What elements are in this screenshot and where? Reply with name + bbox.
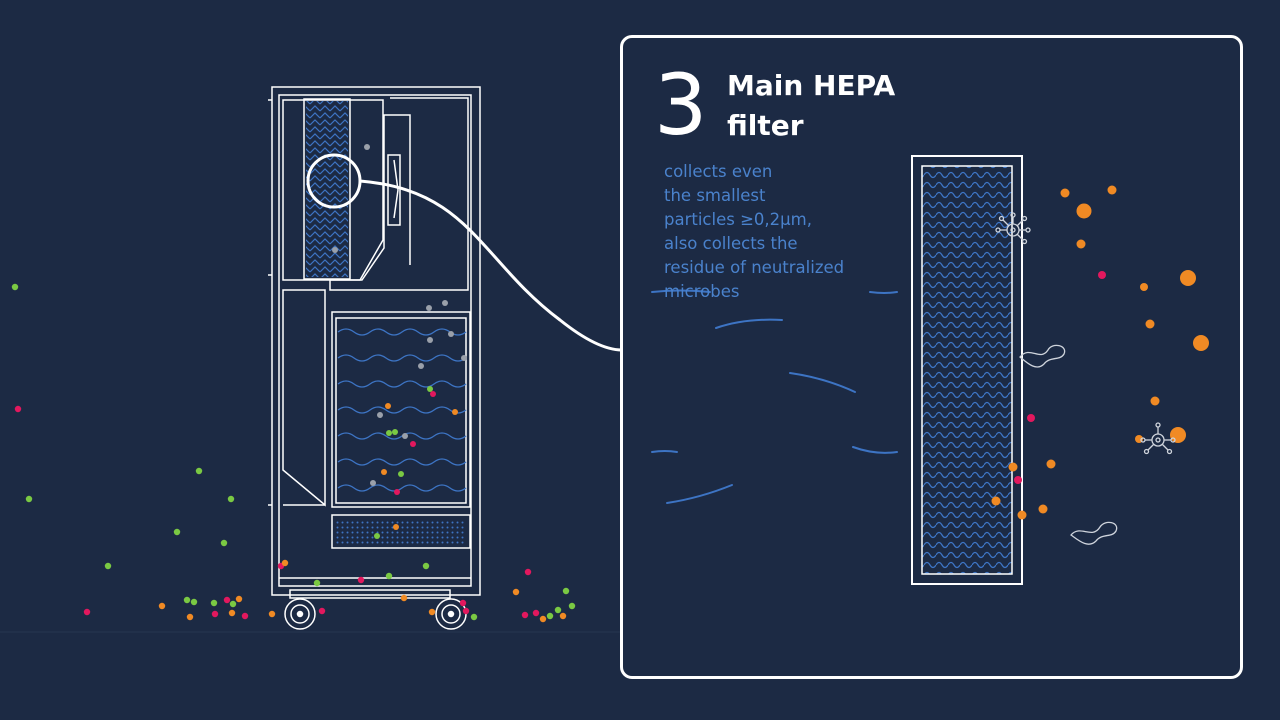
virus-icon xyxy=(995,212,1031,245)
particles-left xyxy=(11,283,576,623)
description-line: particles ≥0,2µm, xyxy=(664,210,812,229)
bacteria-icon xyxy=(1019,344,1066,368)
airflow-lines xyxy=(651,289,898,504)
description-line: the smallest xyxy=(664,186,766,205)
step-title-line: filter xyxy=(727,109,804,142)
hepa-filter-large xyxy=(911,155,1023,585)
purifier-device xyxy=(268,86,481,599)
bacteria-icon xyxy=(1070,521,1118,545)
zoom-connector xyxy=(359,179,623,352)
hepa-filter-small xyxy=(303,98,351,280)
description-line: collects even xyxy=(664,162,773,181)
particles-device xyxy=(332,144,467,539)
step-description: collects even the smallest particles ≥0,… xyxy=(664,160,894,304)
device-outer-frame xyxy=(271,86,481,596)
virus-icon xyxy=(1140,422,1176,455)
uv-cassette-waves xyxy=(337,328,467,492)
description-line: residue of neutralized xyxy=(664,258,845,277)
description-line: microbes xyxy=(664,282,740,301)
fan xyxy=(387,154,401,226)
description-line: also collects the xyxy=(664,234,798,253)
step-title: Main HEPA filter xyxy=(727,66,987,146)
step-title-line: Main HEPA xyxy=(727,69,896,102)
particles-filter xyxy=(991,185,1209,520)
detail-panel xyxy=(620,35,1243,679)
step-number: 3 xyxy=(654,56,708,154)
wheel-icon xyxy=(284,598,316,630)
